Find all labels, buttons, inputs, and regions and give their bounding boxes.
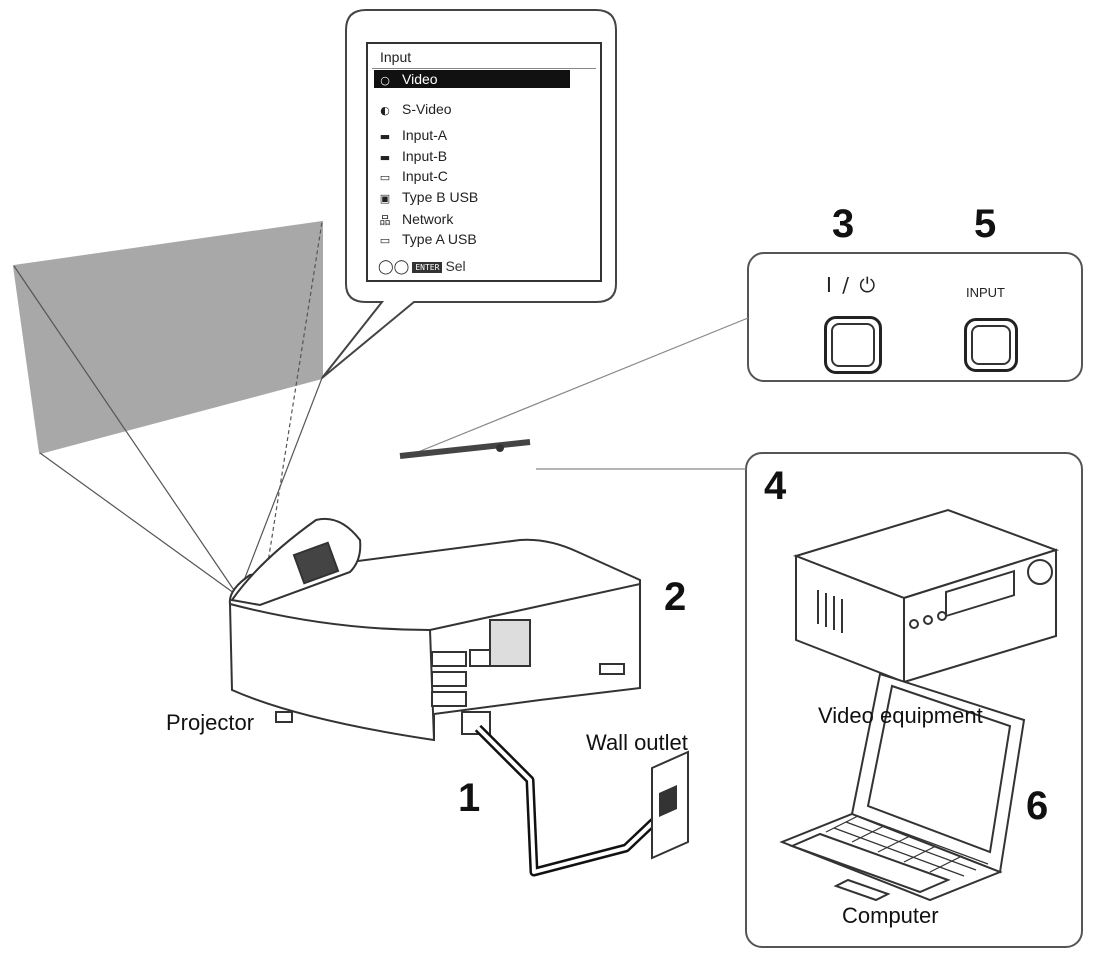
wall-outlet xyxy=(651,750,689,860)
step-1-number: 1 xyxy=(458,776,481,820)
input-button-label: INPUT xyxy=(966,285,1005,300)
menu-nav-icon: ◯◯ xyxy=(378,258,410,274)
menu-item-label: Input-A xyxy=(402,127,448,143)
projector-caption: Projector xyxy=(166,710,255,735)
menu-item-label: S-Video xyxy=(402,101,452,117)
menu-item-type-b-usb[interactable]: ▣ Type B USB xyxy=(374,188,570,206)
leader-line xyxy=(417,317,749,453)
projection-ray xyxy=(39,452,239,597)
step-4-number: 4 xyxy=(764,464,787,508)
step-2-number: 2 xyxy=(664,575,687,619)
video-input-icon: ○ xyxy=(380,74,390,87)
step-6-number: 6 xyxy=(1026,784,1049,828)
menu-item-input-b[interactable]: ▬ Input-B xyxy=(374,147,570,165)
enter-key-icon: ENTER xyxy=(412,261,443,273)
menu-item-input-c[interactable]: ▭ Input-C xyxy=(374,167,570,185)
input-menu-osd: Input ○ Video ◐ S-Video ▬ Input-A ▬ Input-B ▭ Inp… xyxy=(366,42,602,282)
s-video-input-icon: ◐ xyxy=(380,104,390,117)
menu-item-network[interactable]: 品 Network xyxy=(374,210,570,228)
computer-illustration xyxy=(779,672,1026,902)
computer-caption: Computer xyxy=(842,903,939,928)
input-c-icon: ▭ xyxy=(379,171,391,184)
menu-item-s-video[interactable]: ◐ S-Video xyxy=(374,100,570,118)
wall-outlet-caption: Wall outlet xyxy=(586,730,688,755)
control-panel-callout xyxy=(747,252,1083,382)
menu-item-label: Type A USB xyxy=(402,231,477,247)
menu-item-label: Network xyxy=(402,211,454,227)
projection-screen xyxy=(12,220,323,455)
menu-item-label: Type B USB xyxy=(402,189,479,205)
type-b-usb-icon: ▣ xyxy=(379,192,391,205)
menu-item-video[interactable]: ○ Video xyxy=(374,70,570,88)
step-3-number: 3 xyxy=(832,202,855,246)
menu-divider xyxy=(372,68,596,69)
type-a-usb-icon: ▭ xyxy=(379,234,391,247)
projection-ray xyxy=(261,221,323,601)
video-equipment-caption: Video equipment xyxy=(818,703,983,728)
input-a-icon: ▬ xyxy=(379,130,391,143)
input-b-icon: ▬ xyxy=(379,151,391,164)
input-menu-title: Input xyxy=(380,49,412,65)
network-icon: 品 xyxy=(379,214,391,227)
menu-item-type-a-usb[interactable]: ▭ Type A USB xyxy=(374,230,570,248)
power-button[interactable] xyxy=(824,316,882,374)
video-equipment-illustration xyxy=(792,508,1060,684)
menu-item-label: Input-C xyxy=(402,168,448,184)
projection-ray xyxy=(13,265,239,597)
menu-item-input-a[interactable]: ▬ Input-A xyxy=(374,126,570,144)
menu-item-label: Video xyxy=(402,71,438,87)
menu-item-label: Input-B xyxy=(402,148,448,164)
step-5-number: 5 xyxy=(974,202,997,246)
projector xyxy=(228,439,641,742)
menu-footer-label: Sel xyxy=(445,258,466,274)
power-button-label: I / ⏻ xyxy=(826,273,878,297)
input-button[interactable] xyxy=(964,318,1018,372)
